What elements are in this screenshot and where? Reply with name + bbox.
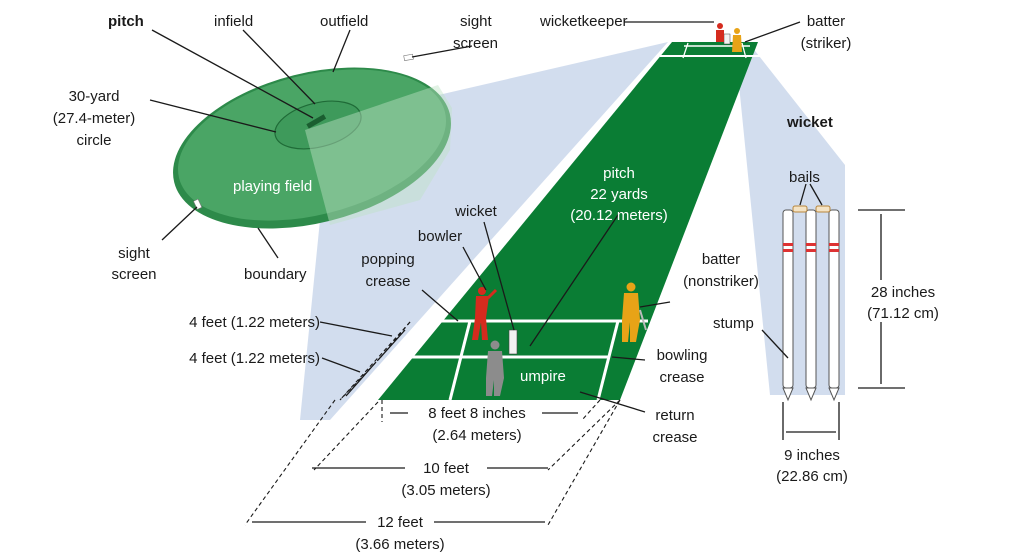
label-bowling-crease-1: bowling [657,347,708,364]
label-bowling-crease-2: crease [659,369,704,386]
label-circle-2: (27.4-meter) [53,110,136,127]
label-outfield: outfield [320,13,368,30]
label-playing-field: playing field [233,178,312,195]
wicket-detail [782,205,840,402]
stump-3 [828,209,840,389]
label-dim-8ft-2: (2.64 meters) [432,427,521,444]
wicket-labels: wicket bails stump 28 inches (71.12 cm) … [713,114,939,485]
label-width-1: 9 inches [784,447,840,464]
batter-nonstriker-figure [622,282,647,342]
bowler-figure [472,287,498,340]
label-popping-crease-2: crease [365,273,410,290]
pitch-strip [378,42,758,400]
stump-1 [782,209,794,389]
sight-screen-bottom [193,198,203,210]
field-labels: pitch infield outfield sight screen 30-y… [53,13,498,283]
label-dim-12ft-2: (3.66 meters) [355,536,444,553]
label-bails: bails [789,169,820,186]
label-dim-10ft-2: (3.05 meters) [401,482,490,499]
umpire-figure [486,340,504,396]
label-pitch: pitch [108,13,144,30]
label-dim-4ft-b: 4 feet (1.22 meters) [189,350,320,367]
label-sight-screen-top-2: screen [453,35,498,52]
label-dim-4ft-a: 4 feet (1.22 meters) [189,314,320,331]
bail-right [815,205,831,213]
label-popping-crease-1: popping [361,251,414,268]
return-crease-left [448,320,472,401]
label-stump: stump [713,315,754,332]
label-batter-nonstriker-2: (nonstriker) [683,273,759,290]
batter-striker-figure [732,28,742,52]
label-batter-striker-1: batter [807,13,845,30]
far-return-crease-left [682,42,689,59]
label-pitch-length-2: 22 yards [590,186,648,203]
label-sight-screen-bottom-2: screen [111,266,156,283]
label-return-crease-2: crease [652,429,697,446]
label-circle-3: circle [76,132,111,149]
far-wicket [723,33,731,45]
thirty-yard-circle [274,100,362,150]
bail-left [792,205,808,213]
label-boundary: boundary [244,266,307,283]
label-sight-screen-bottom-1: sight [118,245,151,262]
label-dim-10ft-1: 10 feet [423,460,470,477]
label-height-1: 28 inches [871,284,935,301]
label-sight-screen-top-1: sight [460,13,493,30]
label-wicketkeeper: wicketkeeper [539,13,628,30]
field-highlight [305,85,452,225]
return-crease-right [596,320,620,401]
dimension-lines [244,321,621,526]
label-width-2: (22.86 cm) [776,468,848,485]
label-dim-8ft-1: 8 feet 8 inches [428,405,526,422]
label-batter-nonstriker-1: batter [702,251,740,268]
label-pitch-length-1: pitch [603,165,635,182]
pitch-labels: wicketkeeper batter (striker) pitch 22 y… [189,13,851,553]
label-dim-12ft-1: 12 feet [377,514,424,531]
near-wicket [508,329,518,355]
label-pitch-length-3: (20.12 meters) [570,207,668,224]
sight-screen-top [403,53,414,61]
label-height-2: (71.12 cm) [867,305,939,322]
label-batter-striker-2: (striker) [801,35,852,52]
far-return-crease-right [741,42,747,59]
label-umpire: umpire [520,368,566,385]
label-circle-1: 30-yard [69,88,120,105]
label-return-crease-1: return [655,407,694,424]
label-wicket-title: wicket [786,114,833,131]
label-bowler: bowler [418,228,462,245]
playing-field-oval [173,67,452,229]
wicketkeeper-figure [716,23,724,42]
leader-lines [149,21,905,440]
label-infield: infield [214,13,253,30]
field-pitch-strip [306,114,327,129]
label-wicket: wicket [454,203,498,220]
stump-2 [805,209,817,389]
